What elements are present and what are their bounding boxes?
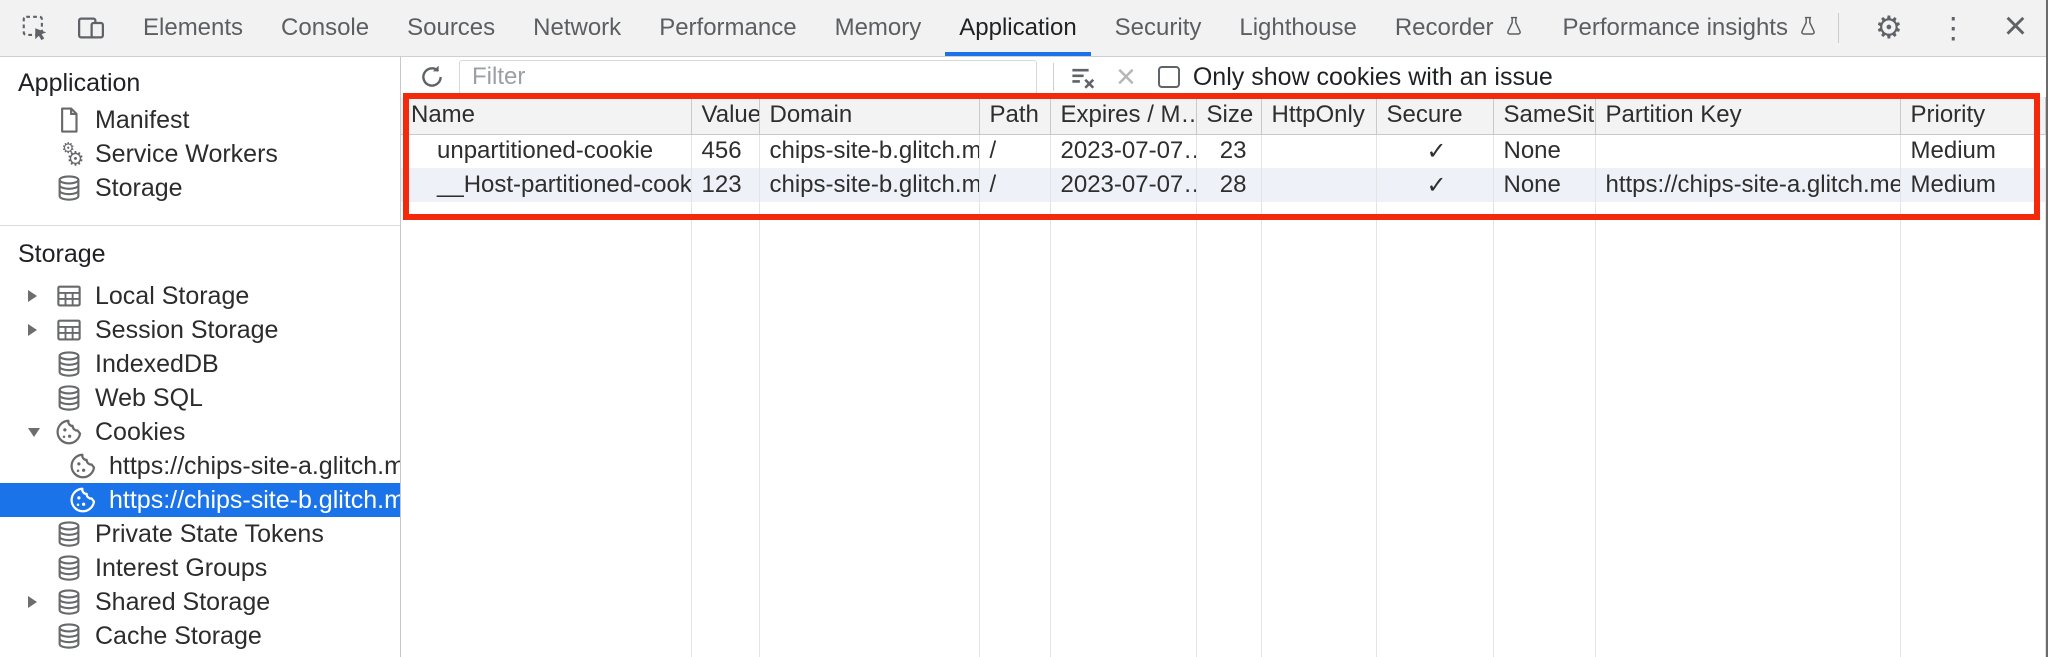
expander-expanded-icon[interactable] [28, 427, 54, 437]
cookies-toolbar: × Only show cookies with an issue [401, 57, 2046, 97]
tab-recorder[interactable]: Recorder [1376, 0, 1544, 56]
database-icon [54, 553, 84, 583]
sidebar-item-interest-groups[interactable]: Interest Groups [0, 551, 400, 585]
toolbar-divider [1837, 13, 1839, 43]
clear-all-cookies-icon[interactable] [1068, 62, 1098, 92]
database-icon [54, 587, 84, 617]
table-icon [54, 281, 84, 311]
sidebar-item-cookies-chips-site-a[interactable]: https://chips-site-a.glitch.me [0, 449, 400, 483]
tab-performance[interactable]: Performance [659, 14, 797, 41]
delete-selected-icon[interactable]: × [1116, 58, 1136, 96]
column-header-value[interactable]: Value [691, 97, 760, 135]
sidebar-item-shared-storage[interactable]: Shared Storage [0, 585, 400, 619]
sidebar-item-cache-storage[interactable]: Cache Storage [0, 619, 400, 653]
tab-lighthouse[interactable]: Lighthouse [1239, 14, 1357, 41]
sidebar-item-storage[interactable]: Storage [0, 171, 400, 205]
filter-input[interactable] [459, 59, 1037, 95]
database-icon [54, 621, 84, 651]
column-header-expires[interactable]: Expires / M… [1050, 97, 1197, 135]
more-options-kebab-icon[interactable]: ⋮ [1938, 12, 1968, 45]
tab-security[interactable]: Security [1114, 14, 1202, 41]
toolbar-divider [1053, 63, 1054, 91]
document-icon [54, 105, 84, 135]
cookie-row-unpartitioned[interactable]: unpartitioned-cookie 456 chips-site-b.gl… [401, 134, 2046, 168]
cookies-pane: × Only show cookies with an issue Name V… [401, 57, 2046, 657]
sidebar-section-storage: Storage [18, 240, 106, 268]
experiment-flask-icon [1797, 15, 1819, 44]
inspect-element-icon[interactable] [20, 13, 50, 43]
sidebar-item-indexeddb[interactable]: IndexedDB [0, 347, 400, 381]
device-toolbar-icon[interactable] [76, 13, 106, 43]
secure-checkmark[interactable]: ✓ [1376, 134, 1494, 168]
application-sidebar: Application Manifest ⚙⚙ Service Workers … [0, 57, 401, 657]
cookie-icon [68, 451, 98, 481]
settings-gear-icon[interactable]: ⚙ [1874, 10, 1903, 45]
sidebar-item-private-state-tokens[interactable]: Private State Tokens [0, 517, 400, 551]
sidebar-item-cookies-chips-site-b[interactable]: https://chips-site-b.glitch.me [0, 483, 400, 517]
svg-text:⚙: ⚙ [67, 148, 85, 169]
tab-memory[interactable]: Memory [834, 14, 922, 41]
tab-network[interactable]: Network [533, 14, 622, 41]
expander-collapsed-icon[interactable] [28, 596, 54, 608]
column-header-secure[interactable]: Secure [1376, 97, 1494, 135]
tab-console[interactable]: Console [281, 14, 370, 41]
column-header-path[interactable]: Path [979, 97, 1051, 135]
svg-text:⚙: ⚙ [62, 140, 75, 157]
gears-icon: ⚙⚙ [54, 139, 85, 171]
devtools-tabbar: Elements Console Sources Network Perform… [0, 0, 2046, 57]
sidebar-item-manifest[interactable]: Manifest [0, 103, 400, 137]
database-icon [54, 519, 84, 549]
database-icon [54, 349, 84, 379]
column-header-size[interactable]: Size [1196, 97, 1262, 135]
column-header-httponly[interactable]: HttpOnly [1261, 97, 1377, 135]
tab-elements[interactable]: Elements [143, 14, 244, 41]
column-header-samesite[interactable]: SameSite [1493, 97, 1596, 135]
experiment-flask-icon [1503, 15, 1525, 44]
sidebar-item-web-sql[interactable]: Web SQL [0, 381, 400, 415]
only-issue-checkbox[interactable] [1157, 66, 1180, 88]
cookies-table: Name Value Domain Path Expires / M… Size… [401, 97, 2046, 657]
secure-checkmark[interactable]: ✓ [1376, 168, 1494, 202]
panel-tabs: Elements Console Sources Network Perform… [124, 0, 1838, 56]
sidebar-section-application: Application [18, 69, 141, 97]
cookies-table-header: Name Value Domain Path Expires / M… Size… [401, 97, 2046, 135]
tab-application[interactable]: Application [940, 0, 1095, 56]
tab-performance-insights[interactable]: Performance insights [1544, 0, 1838, 56]
only-issue-label[interactable]: Only show cookies with an issue [1192, 62, 1553, 91]
table-empty-area [401, 202, 2046, 657]
close-icon[interactable]: × [2003, 4, 2028, 48]
sidebar-section-divider [0, 225, 400, 226]
sidebar-item-service-workers[interactable]: ⚙⚙ Service Workers [0, 137, 400, 171]
column-header-priority[interactable]: Priority [1900, 97, 2046, 135]
cookie-icon [54, 417, 84, 447]
expander-collapsed-icon[interactable] [28, 324, 54, 336]
refresh-icon[interactable] [415, 60, 449, 94]
sidebar-item-session-storage[interactable]: Session Storage [0, 313, 400, 347]
cookie-icon [68, 485, 98, 515]
database-icon [54, 173, 84, 203]
column-header-domain[interactable]: Domain [759, 97, 980, 135]
database-icon [54, 383, 84, 413]
sidebar-item-local-storage[interactable]: Local Storage [0, 279, 400, 313]
expander-collapsed-icon[interactable] [28, 290, 54, 302]
cookie-row-host-partitioned[interactable]: __Host-partitioned-cookie 123 chips-site… [401, 168, 2046, 202]
column-header-name[interactable]: Name [401, 97, 692, 135]
table-icon [54, 315, 84, 345]
column-header-partition-key[interactable]: Partition Key [1595, 97, 1901, 135]
sidebar-item-cookies[interactable]: Cookies [0, 415, 400, 449]
tab-sources[interactable]: Sources [407, 14, 496, 41]
